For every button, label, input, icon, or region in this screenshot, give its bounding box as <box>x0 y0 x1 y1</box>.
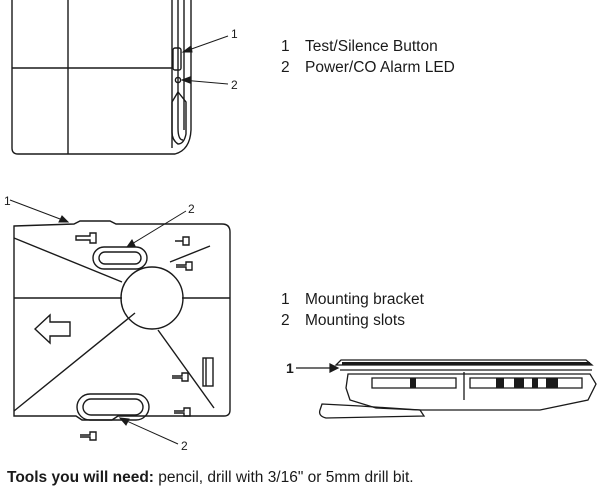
callout-2-number: 2 <box>231 78 238 92</box>
legend-number: 1 <box>281 38 290 55</box>
alarm-profile-body <box>345 373 597 411</box>
mounting-slot-top <box>92 246 148 270</box>
callout-bracket-number: 1 <box>4 194 11 208</box>
legend-label: Mounting bracket <box>305 291 424 308</box>
test-silence-button <box>172 47 182 71</box>
alarm-housing-outline <box>11 0 192 155</box>
callout-profile-number: 1 <box>286 360 294 376</box>
tools-needed-note: Tools you will need: pencil, drill with … <box>7 469 414 487</box>
alarm-profile-ledge <box>318 403 426 419</box>
legend-number: 2 <box>281 59 290 76</box>
legend-number: 1 <box>281 291 290 308</box>
callout-slot-top-number: 2 <box>188 202 195 216</box>
direction-arrow <box>33 313 71 345</box>
legend-item: 2 Power/CO Alarm LED <box>281 57 455 78</box>
tools-text: pencil, drill with 3/16" or 5mm drill bi… <box>153 469 414 486</box>
legend-item: 1 Test/Silence Button <box>281 36 455 57</box>
legend-figure-2: 1 Mounting bracket 2 Mounting slots <box>281 289 424 331</box>
callout-1-number: 1 <box>231 27 238 41</box>
legend-label: Power/CO Alarm LED <box>305 59 455 76</box>
callout-slot-bottom-number: 2 <box>181 439 188 453</box>
legend-figure-1: 1 Test/Silence Button 2 Power/CO Alarm LED <box>281 36 455 78</box>
callout-bracket-leader <box>9 199 69 223</box>
legend-item: 1 Mounting bracket <box>281 289 424 310</box>
legend-item: 2 Mounting slots <box>281 310 424 331</box>
mounting-slot-bottom <box>76 393 150 421</box>
bracket-outline <box>13 220 231 421</box>
legend-label: Mounting slots <box>305 312 405 329</box>
center-hole <box>120 266 184 330</box>
tools-label: Tools you will need: <box>7 469 154 486</box>
callout-slot-bottom-leader <box>119 417 179 445</box>
callout-slot-top-leader <box>126 210 187 248</box>
legend-label: Test/Silence Button <box>305 38 438 55</box>
legend-number: 2 <box>281 312 290 329</box>
